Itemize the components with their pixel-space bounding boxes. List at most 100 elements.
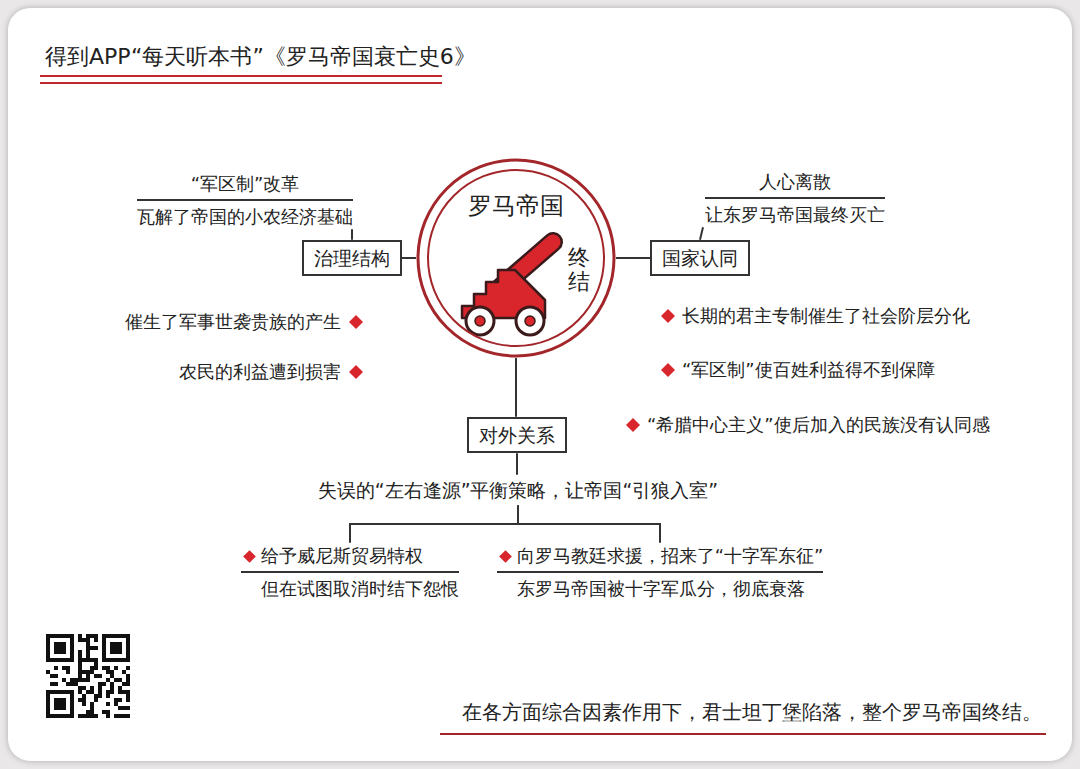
qr-finder-ring [104, 636, 128, 660]
qr-module [50, 674, 54, 678]
box-label: 治理结构 [314, 245, 390, 272]
qr-module [78, 658, 82, 662]
qr-module [94, 658, 98, 662]
qr-module [90, 670, 94, 674]
qr-module [122, 706, 126, 710]
qr-module [50, 682, 54, 686]
qr-module [126, 714, 130, 718]
qr-module [86, 714, 90, 718]
qr-module [78, 674, 82, 678]
qr-module [90, 658, 94, 662]
qr-module [122, 714, 126, 718]
qr-module [94, 714, 98, 718]
qr-module [86, 642, 90, 646]
qr-module [94, 646, 98, 650]
qr-module [102, 666, 106, 670]
box-label: 对外关系 [479, 422, 555, 449]
branch-box: 治理结构 [302, 240, 402, 277]
cannon-wheel-hub [475, 316, 485, 326]
qr-module [86, 634, 90, 638]
connector-line [515, 358, 517, 417]
qr-module [70, 682, 74, 686]
qr-module [106, 666, 110, 670]
card-background [8, 8, 1072, 761]
qr-module [110, 670, 114, 674]
qr-module [90, 646, 94, 650]
qr-module [86, 638, 90, 642]
heading-body: 瓦解了帝国的小农经济基础 [137, 201, 353, 229]
point-text: 向罗马教廷求援，招来了“十字军东征” [497, 543, 824, 573]
qr-finder [104, 636, 128, 660]
center-circle: 罗马帝国终结 [416, 158, 616, 358]
qr-module [102, 710, 106, 714]
qr-module [110, 690, 114, 694]
bullet-diamond [349, 365, 363, 379]
sub-point: 向罗马教廷求援，招来了“十字军东征”东罗马帝国被十字军瓜分，彻底衰落 [493, 543, 828, 601]
qr-module [106, 714, 110, 718]
qr-finder-core [54, 642, 66, 654]
qr-module [118, 706, 122, 710]
connector-line [616, 257, 650, 259]
point-result: 但在试图取消时结下怨恨 [241, 573, 459, 601]
qr-module [110, 682, 114, 686]
cannon-wheel [516, 307, 544, 335]
outer-ring [418, 160, 614, 356]
bullet-diamond [661, 363, 675, 377]
qr-module [106, 702, 110, 706]
qr-module [114, 702, 118, 706]
qr-finder-core [54, 698, 66, 710]
qr-module [78, 650, 82, 654]
qr-module [78, 638, 82, 642]
qr-module [94, 698, 98, 702]
qr-module [66, 666, 70, 670]
qr-module [126, 694, 130, 698]
qr-module [78, 698, 82, 702]
qr-module [86, 690, 90, 694]
cannon-wheel-hub [525, 316, 535, 326]
qr-module [78, 654, 82, 658]
qr-module [98, 682, 102, 686]
qr-module [114, 678, 118, 682]
bullet-point-text: 农民的利益遭到损害 [179, 359, 341, 384]
qr-module [78, 662, 82, 666]
qr-module [54, 682, 58, 686]
qr-module [46, 670, 50, 674]
qr-module [90, 706, 94, 710]
qr-module [74, 682, 78, 686]
bullet-diamond [661, 309, 675, 323]
qr-module [78, 666, 82, 670]
box-label: 国家认同 [662, 245, 738, 272]
qr-module [94, 634, 98, 638]
qr-module [82, 638, 86, 642]
qr-module [54, 674, 58, 678]
qr-module [74, 678, 78, 682]
qr-module [94, 674, 98, 678]
qr-module [118, 714, 122, 718]
point-result: 东罗马帝国被十字军瓜分，彻底衰落 [497, 573, 824, 601]
qr-module [110, 674, 114, 678]
center-title: 罗马帝国 [416, 192, 616, 221]
qr-module [90, 690, 94, 694]
qr-module [126, 678, 130, 682]
qr-module [106, 690, 110, 694]
qr-module [106, 694, 110, 698]
qr-module [94, 694, 98, 698]
connector-line [351, 229, 353, 240]
qr-finder-core [110, 642, 122, 654]
qr-module [82, 698, 86, 702]
strategy-heading: 失误的“左右逢源”平衡策略，让帝国“引狼入室” [314, 475, 722, 506]
qr-module [118, 698, 122, 702]
qr-module [90, 634, 94, 638]
qr-module [78, 714, 82, 718]
connector-line [700, 227, 703, 240]
connector-line [518, 505, 660, 543]
caption: 在各方面综合因素作用下，君士坦丁堡陷落，整个罗马帝国终结。 [462, 699, 1042, 725]
qr-module [86, 650, 90, 654]
qr-module [90, 702, 94, 706]
qr-module [126, 706, 130, 710]
qr-module [94, 666, 98, 670]
branch-box: 国家认同 [650, 240, 750, 277]
title-underline [40, 75, 442, 77]
